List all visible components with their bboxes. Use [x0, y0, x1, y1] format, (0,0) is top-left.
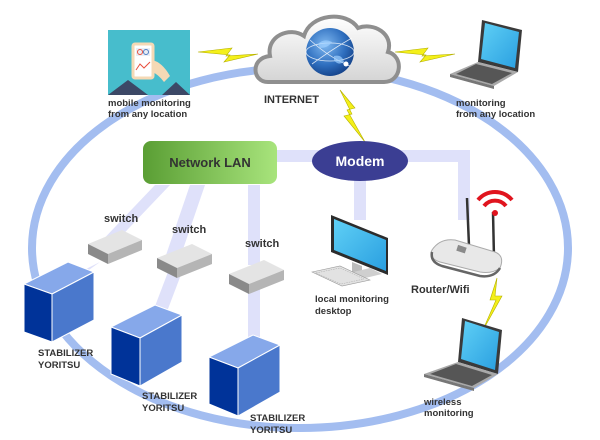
modem-ellipse [312, 141, 408, 181]
switch-node[interactable]: switch [88, 213, 142, 264]
bolt-mobile-internet-icon [197, 47, 259, 63]
stabilizer-node[interactable]: STABILIZER YORITSU [109, 304, 200, 414]
laptop-screen-icon [481, 23, 519, 68]
modem-label: Modem [336, 153, 385, 169]
network-lan-label: Network LAN [169, 155, 251, 170]
switch-node[interactable]: switch [157, 224, 212, 278]
switch-label: switch [172, 224, 207, 236]
router-body-icon [430, 239, 503, 273]
lightning-bolts [197, 47, 503, 333]
globe-icon [306, 28, 354, 76]
stabilizer-label: STABILIZER YORITSU [250, 413, 308, 436]
antenna-icon [491, 211, 496, 259]
stabilizer-label: STABILIZER YORITSU [38, 348, 96, 371]
remote-laptop-node[interactable]: monitoring from any location [450, 20, 535, 120]
modem-node[interactable]: Modem [312, 141, 408, 181]
mobile-monitoring-node[interactable]: mobile monitoring from any location [108, 30, 194, 120]
bolt-laptop-internet-icon [394, 47, 456, 63]
internet-cloud[interactable]: INTERNET [253, 14, 401, 106]
antenna-icon [465, 197, 471, 247]
stabilizer-node[interactable]: STABILIZER YORITSU [207, 334, 308, 436]
stabilizer-node[interactable]: STABILIZER YORITSU [22, 261, 96, 371]
wifi-signal-icon [476, 189, 514, 208]
monitor-screen-icon [334, 219, 386, 271]
network-lan-box [143, 141, 277, 184]
bolt-internet-modem-icon [339, 89, 366, 143]
mobile-monitoring-label: mobile monitoring from any location [108, 98, 194, 120]
internet-label: INTERNET [264, 94, 319, 106]
router-node[interactable]: Router/Wifi [411, 189, 514, 296]
wireless-laptop-label: wireless monitoring [423, 397, 474, 419]
switch-label: switch [104, 213, 139, 225]
router-label: Router/Wifi [411, 284, 470, 296]
wireless-laptop-node[interactable]: wireless monitoring [423, 318, 502, 419]
desktop-node[interactable]: local monitoring desktop [311, 215, 392, 317]
laptop-screen-icon [461, 321, 499, 370]
desktop-label: local monitoring desktop [315, 294, 392, 317]
network-lan-node[interactable]: Network LAN [143, 141, 277, 184]
stabilizer-label: STABILIZER YORITSU [142, 391, 200, 414]
switch-label: switch [245, 238, 280, 250]
bolt-router-laptop-icon [481, 277, 503, 333]
remote-laptop-label: monitoring from any location [456, 98, 535, 120]
switch-node[interactable]: switch [229, 238, 284, 294]
